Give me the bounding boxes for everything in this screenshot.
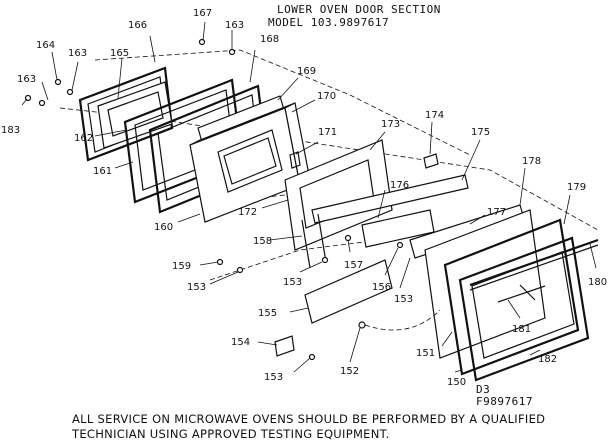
callout-179: 179 [567, 182, 586, 193]
outer-frame-150 [443, 218, 580, 376]
model-number: MODEL 103.9897617 [268, 16, 390, 29]
callout-162: 162 [74, 133, 93, 144]
callout-176: 176 [390, 180, 409, 191]
service-warning-line2: TECHNICIAN USING APPROVED TESTING EQUIPM… [72, 427, 390, 441]
callout-177: 177 [487, 207, 506, 218]
callout-183: 183 [1, 125, 20, 136]
service-warning-line1: ALL SERVICE ON MICROWAVE OVENS SHOULD BE… [72, 412, 546, 426]
callout-167: 167 [193, 8, 212, 19]
callout-169: 169 [297, 66, 316, 77]
callout-163: 163 [225, 20, 244, 31]
callout-181: 181 [512, 324, 531, 335]
fasteners [24, 38, 441, 361]
callout-170: 170 [317, 91, 336, 102]
callout-159: 159 [172, 261, 191, 272]
callout-161: 161 [93, 166, 112, 177]
rod-158 [301, 213, 327, 269]
figure-code-line1: D3 [476, 383, 491, 396]
callout-166: 166 [128, 20, 147, 31]
callout-160: 160 [154, 222, 173, 233]
callout-174: 174 [425, 110, 444, 121]
callout-171: 171 [318, 127, 337, 138]
callout-182: 182 [538, 354, 557, 365]
callout-labels: 166 167 163 164 163 165 168 163 183 162 … [1, 8, 607, 388]
callout-165: 165 [110, 48, 129, 59]
latch-174 [423, 153, 439, 169]
callout-168: 168 [260, 34, 279, 45]
bracket-171 [289, 151, 301, 169]
callout-156: 156 [372, 282, 391, 293]
clip-154 [274, 335, 295, 357]
callout-151: 151 [416, 348, 435, 359]
callout-153: 153 [283, 277, 302, 288]
callout-152: 152 [340, 366, 359, 377]
rear-panel-178 [424, 209, 546, 359]
callout-163: 163 [17, 74, 36, 85]
callout-153: 153 [264, 372, 283, 383]
callout-153: 153 [187, 282, 206, 293]
diagram-title: LOWER OVEN DOOR SECTION [277, 3, 441, 16]
door-box-160 [189, 102, 311, 223]
callout-180: 180 [588, 277, 607, 288]
leader-lines [21, 21, 597, 373]
callout-178: 178 [522, 156, 541, 167]
callout-175: 175 [471, 127, 490, 138]
hinge-plate-155 [304, 259, 393, 324]
callout-155: 155 [258, 308, 277, 319]
callout-157: 157 [344, 260, 363, 271]
callout-172: 172 [238, 207, 257, 218]
bar-175 [311, 174, 469, 224]
callout-150: 150 [447, 377, 466, 388]
callout-164: 164 [36, 40, 55, 51]
callout-173: 173 [381, 119, 400, 130]
handle-180 [469, 238, 599, 291]
figure-code-line2: F9897617 [476, 395, 533, 408]
callout-163: 163 [68, 48, 87, 59]
callout-153: 153 [394, 294, 413, 305]
callout-154: 154 [231, 337, 250, 348]
callout-158: 158 [253, 236, 272, 247]
